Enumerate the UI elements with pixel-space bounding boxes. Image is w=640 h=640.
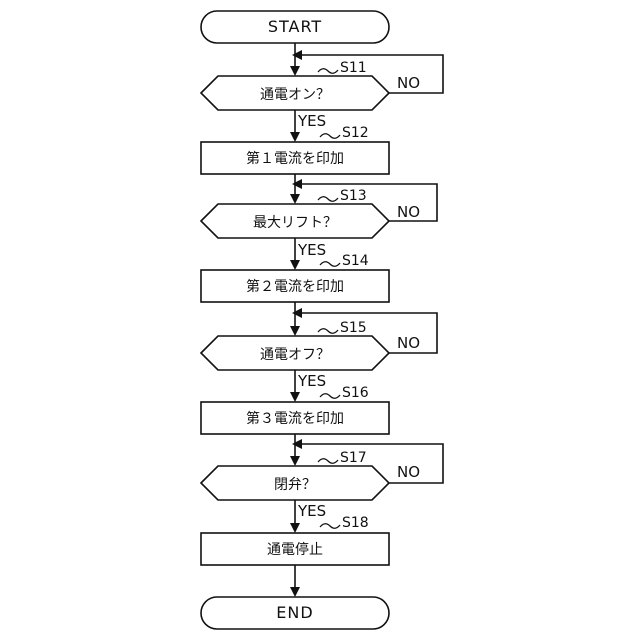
no-label-s15: NO (397, 334, 420, 352)
decision-s17-label: 閉弁？ (274, 477, 316, 493)
end-terminal: END (201, 597, 389, 629)
start-terminal: START (201, 11, 389, 43)
process-s14: 第２電流を印加 (201, 270, 389, 302)
step-id-s14: S14 (342, 253, 369, 269)
yes-label-s17: YES (297, 502, 326, 520)
step-id-s16: S16 (342, 385, 369, 401)
start-label: START (268, 17, 322, 36)
decision-s15: 通電オフ？ (201, 336, 389, 370)
decision-s15-label: 通電オフ？ (260, 347, 330, 363)
decision-s11-label: 通電オン？ (260, 87, 330, 103)
no-label-s11: NO (397, 74, 420, 92)
step-id-s17: S17 (340, 450, 367, 466)
no-label-s13: NO (397, 203, 420, 221)
process-s12-label: 第１電流を印加 (246, 150, 344, 167)
decision-s13-label: 最大リフト？ (253, 215, 337, 231)
process-s16: 第３電流を印加 (201, 402, 389, 434)
yes-label-s15: YES (297, 372, 326, 390)
step-id-s15: S15 (340, 320, 367, 336)
step-id-s11: S11 (340, 60, 367, 76)
no-label-s17: NO (397, 463, 420, 481)
yes-label-s11: YES (297, 112, 326, 130)
process-s16-label: 第３電流を印加 (246, 410, 344, 427)
process-s18: 通電停止 (201, 533, 389, 565)
step-id-s18: S18 (342, 515, 369, 531)
process-s14-label: 第２電流を印加 (246, 278, 344, 295)
step-id-s13: S13 (340, 188, 367, 204)
yes-label-s13: YES (297, 241, 326, 259)
decision-s17: 閉弁？ (201, 466, 389, 500)
decision-s13: 最大リフト？ (201, 204, 389, 238)
end-label: END (276, 603, 313, 622)
process-s12: 第１電流を印加 (201, 142, 389, 174)
decision-s11: 通電オン？ (201, 76, 389, 110)
process-s18-label: 通電停止 (267, 541, 323, 558)
step-id-s12: S12 (342, 125, 369, 141)
